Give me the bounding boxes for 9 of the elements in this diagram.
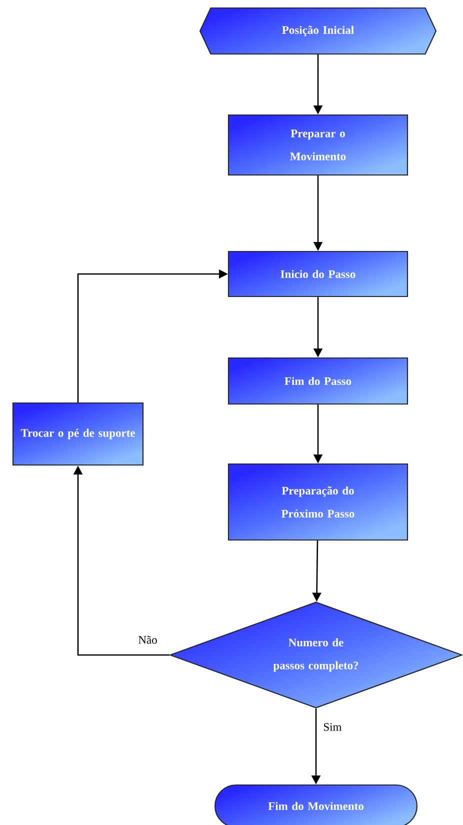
process-box: Fim do Passo	[228, 357, 408, 405]
process-box: Trocar o pé de suporte	[12, 402, 144, 466]
edge-label: Sim	[324, 723, 342, 731]
process-box: Preparar o Movimento	[228, 114, 408, 176]
process-box: Preparação do Próximo Passo	[228, 463, 408, 541]
process-box: Inicio do Passo	[228, 250, 408, 298]
edge-label: Não	[138, 636, 157, 644]
start-hexagon: Posição Inicial	[199, 7, 437, 55]
terminator: Fim do Movimento	[214, 784, 418, 825]
